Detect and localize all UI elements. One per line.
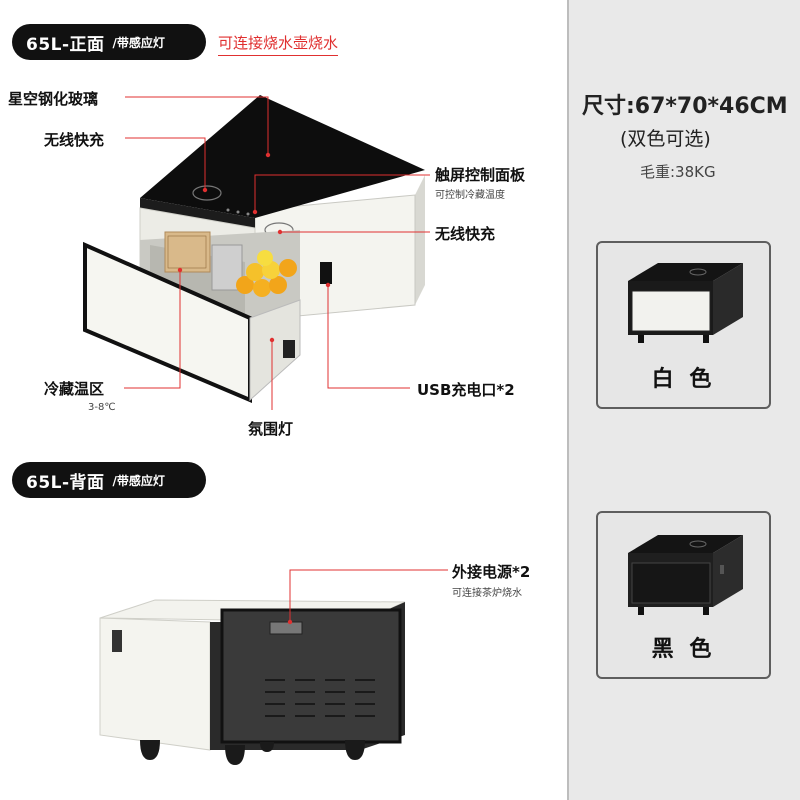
callout-cold-zone: 冷藏温区 bbox=[44, 380, 105, 398]
variant-label-white: 白 色 bbox=[651, 367, 716, 392]
variant-label-black: 黑 色 bbox=[651, 637, 716, 662]
callout-glass: 星空钢化玻璃 bbox=[8, 90, 99, 108]
black-table-image bbox=[628, 535, 743, 615]
back-pill-title: 65L-背面 bbox=[26, 472, 105, 493]
variant-card-white[interactable]: 白 色 bbox=[596, 241, 771, 409]
spec-weight: 毛重:38KG bbox=[640, 163, 716, 181]
spec-colors-note: (双色可选) bbox=[620, 128, 711, 150]
variant-card-black[interactable]: 黑 色 bbox=[596, 511, 771, 679]
front-pill-subtitle: /带感应灯 bbox=[112, 35, 165, 50]
callout-usb: USB充电口*2 bbox=[417, 381, 515, 399]
callout-touch-panel-sub: 可控制冷藏温度 bbox=[435, 190, 505, 201]
spec-size: 尺寸:67*70*46CM bbox=[582, 94, 788, 119]
panel-divider bbox=[567, 0, 569, 800]
callout-wireless-right: 无线快充 bbox=[435, 225, 496, 243]
white-table-image bbox=[628, 263, 743, 343]
back-product-image bbox=[99, 569, 448, 765]
kettle-note: 可连接烧水壶烧水 bbox=[218, 32, 339, 56]
callout-external-power: 外接电源*2 bbox=[452, 563, 531, 581]
callout-ambient-light: 氛围灯 bbox=[248, 420, 294, 438]
callout-touch-panel: 触屏控制面板 bbox=[435, 166, 526, 184]
callout-external-power-sub: 可连接茶炉烧水 bbox=[452, 588, 522, 599]
back-pill-subtitle: /带感应灯 bbox=[112, 473, 165, 488]
callout-cold-zone-sub: 3-8℃ bbox=[88, 402, 116, 413]
callout-wireless-left: 无线快充 bbox=[44, 131, 105, 149]
front-section-pill: 65L-正面 /带感应灯 bbox=[12, 24, 206, 60]
front-product-image bbox=[83, 95, 430, 410]
front-pill-title: 65L-正面 bbox=[26, 34, 105, 55]
back-section-pill: 65L-背面 /带感应灯 bbox=[12, 462, 206, 498]
